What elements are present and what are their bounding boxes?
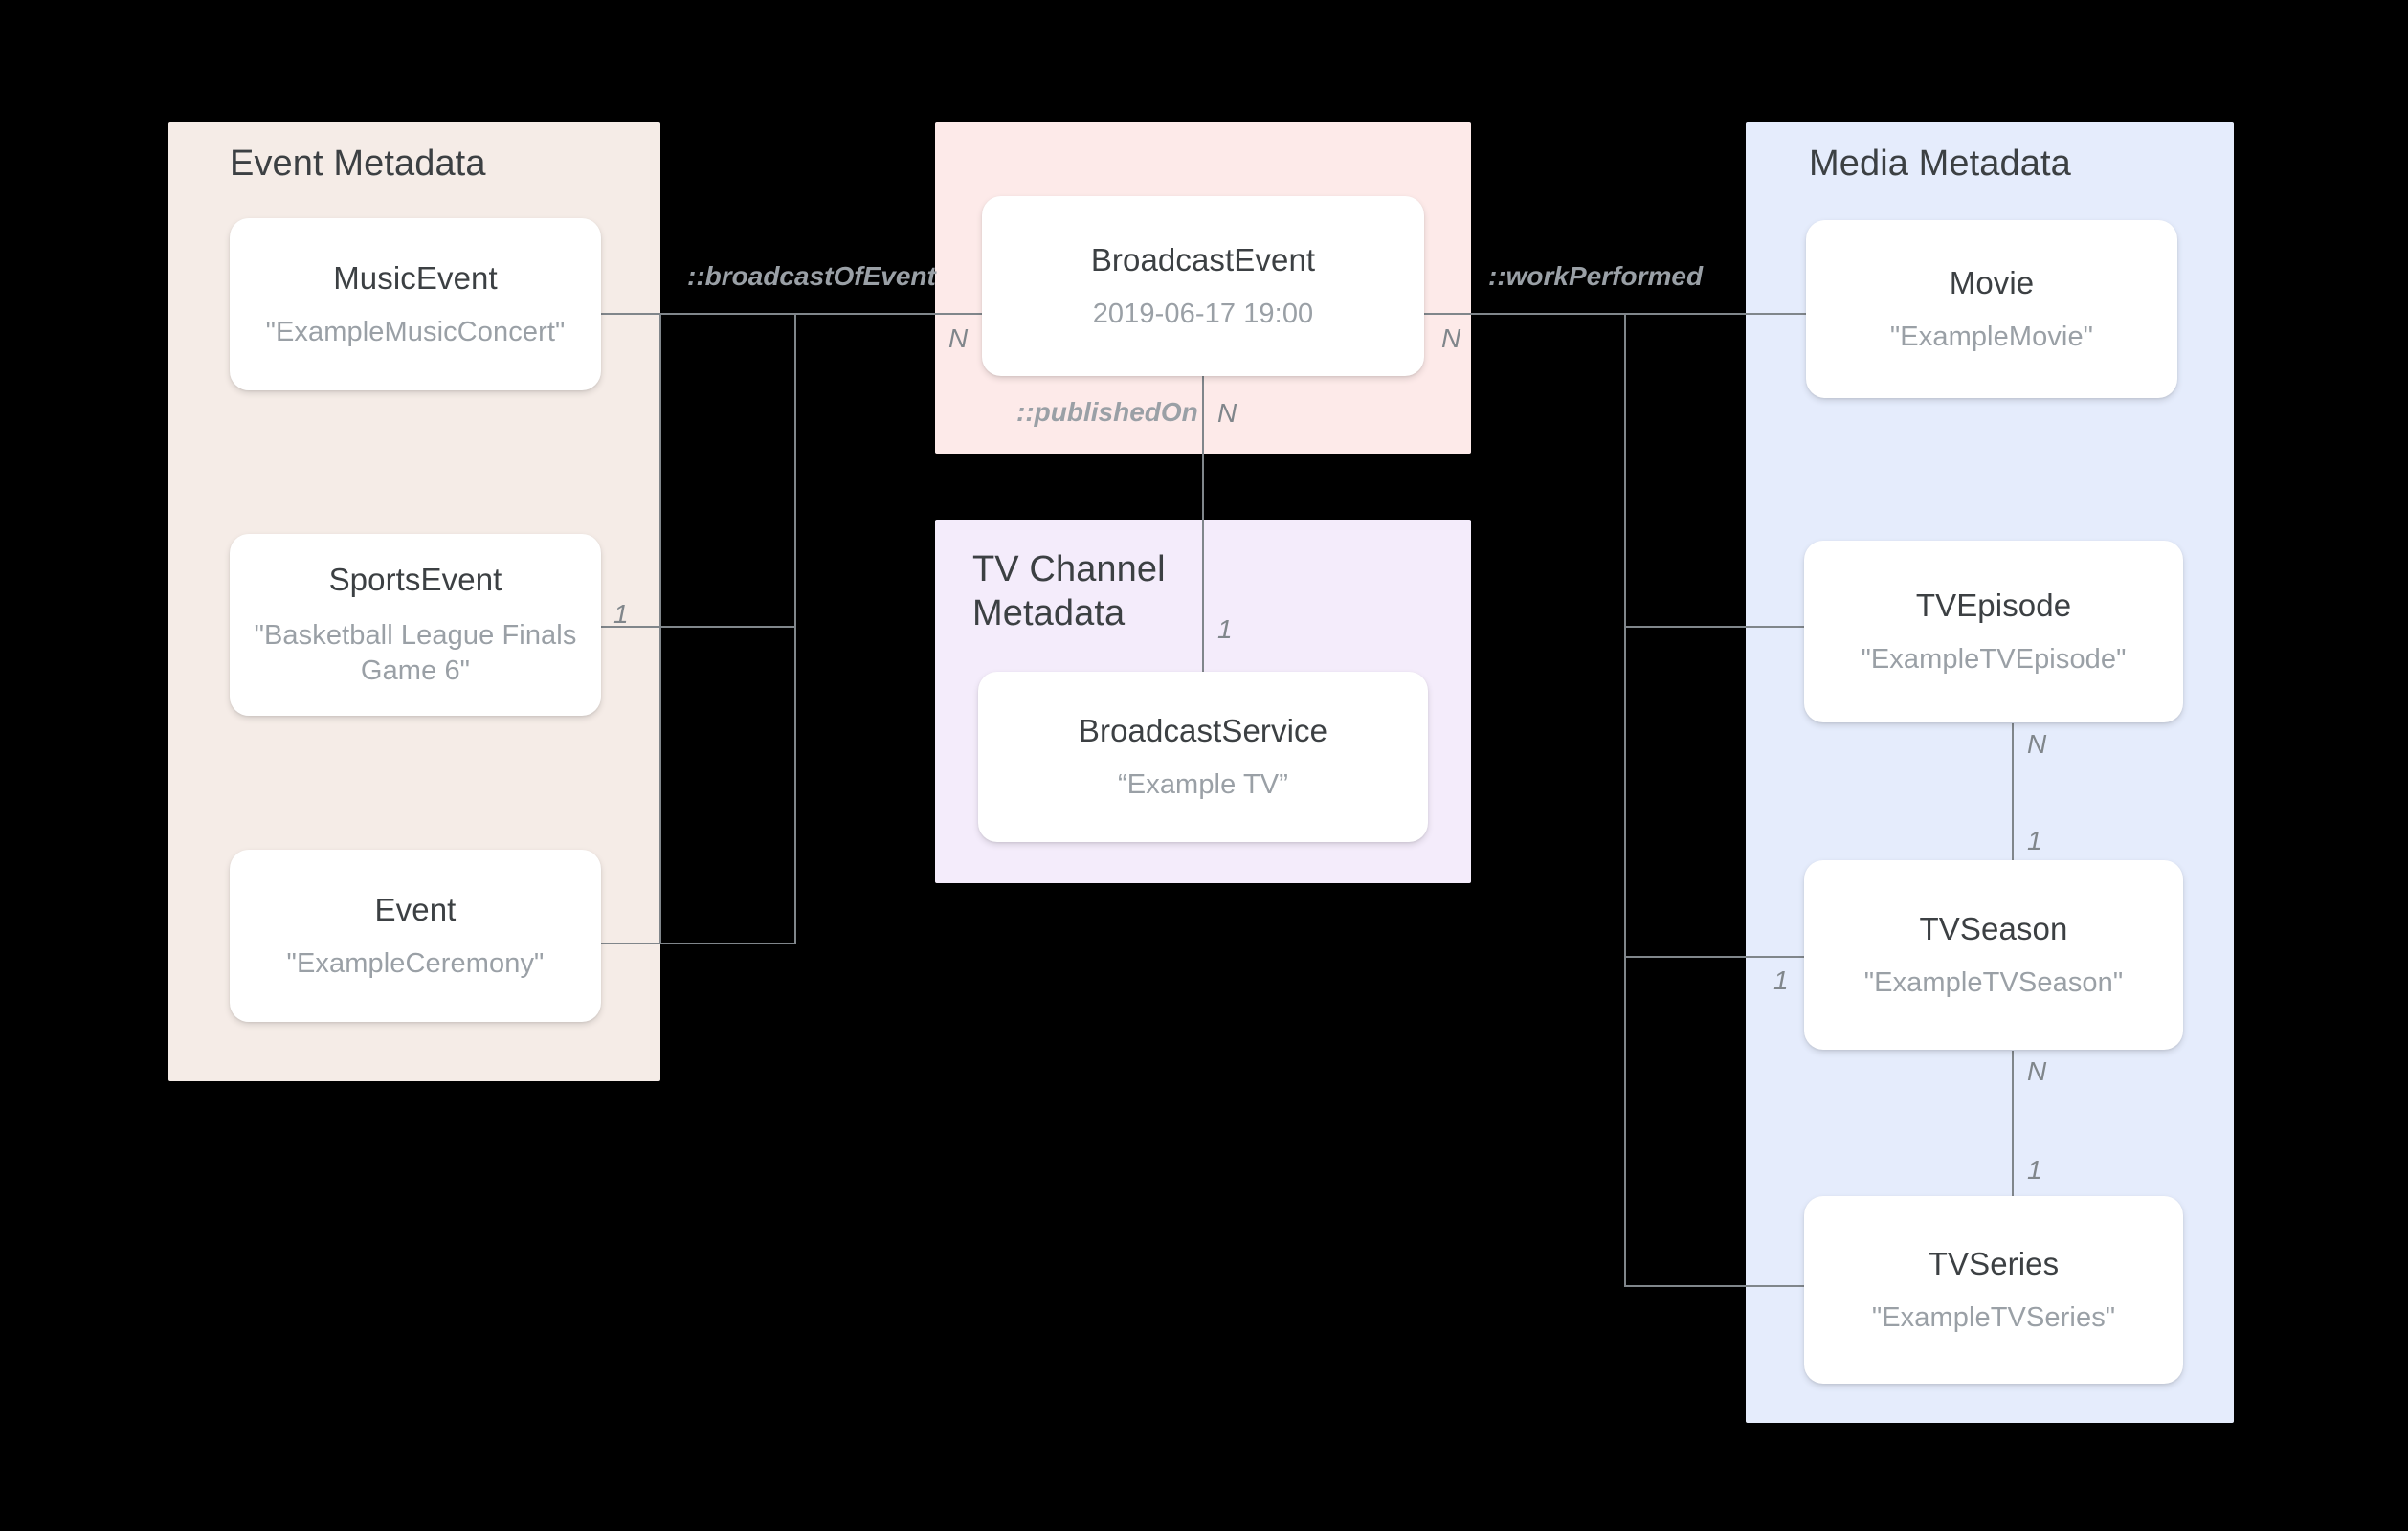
node-musicevent[interactable]: MusicEvent "ExampleMusicConcert": [230, 218, 601, 390]
edge-movie-horizontal: [1624, 313, 1806, 315]
node-broadcastservice-title: BroadcastService: [1078, 712, 1328, 748]
edge-tvepisode-horizontal: [1624, 626, 1806, 628]
edge-left-trunk-inner: [659, 313, 661, 944]
node-broadcastevent[interactable]: BroadcastEvent 2019-06-17 19:00: [982, 196, 1424, 376]
node-tvseries-title: TVSeries: [1928, 1245, 2060, 1281]
cardinality-tvseason-down: N: [2027, 1056, 2047, 1086]
node-movie-subtitle: "ExampleMovie": [1889, 322, 2094, 353]
edge-tvseason-horizontal: [1624, 956, 1806, 958]
node-sportsevent[interactable]: SportsEvent "Basketball League Finals Ga…: [230, 534, 601, 716]
edge-tvepisode-tvseason-vertical: [2012, 723, 2014, 903]
node-broadcastservice-subtitle: “Example TV”: [1118, 769, 1288, 801]
cardinality-broadcastevent-right: N: [1441, 323, 1461, 353]
node-tvseason-title: TVSeason: [1919, 910, 2068, 946]
cardinality-tvseries-up: 1: [2027, 1155, 2042, 1185]
node-tvseason[interactable]: TVSeason "ExampleTVSeason": [1804, 860, 2183, 1050]
group-title-event-metadata: Event Metadata: [230, 144, 486, 184]
edge-tvseries-horizontal: [1624, 1285, 1806, 1287]
relation-label-publishedon: ::publishedOn: [1016, 397, 1198, 427]
edge-broadcastofevent-connector: [794, 313, 982, 315]
edge-workperformed-connector: [1424, 313, 1627, 315]
cardinality-tvepisode-down: N: [2027, 729, 2047, 759]
node-event[interactable]: Event "ExampleCeremony": [230, 850, 601, 1022]
cardinality-broadcastevent-left: N: [948, 323, 969, 353]
node-musicevent-subtitle: "ExampleMusicConcert": [265, 317, 566, 348]
edge-tvseason-tvseries-vertical: [2012, 1051, 2014, 1232]
node-sportsevent-subtitle: "Basketball League Finals Game 6": [254, 619, 577, 686]
node-broadcastservice[interactable]: BroadcastService “Example TV”: [978, 672, 1428, 842]
node-tvepisode-title: TVEpisode: [1915, 587, 2072, 623]
edge-publishedon-vertical: [1202, 375, 1204, 672]
node-broadcastevent-title: BroadcastEvent: [1090, 241, 1316, 277]
node-broadcastevent-subtitle: 2019-06-17 19:00: [1092, 299, 1314, 330]
cardinality-tvseason-left: 1: [1773, 965, 1789, 995]
node-tvseries-subtitle: "ExampleTVSeries": [1871, 1302, 2116, 1334]
edge-sportsevent-horizontal: [599, 626, 796, 628]
group-title-media-metadata: Media Metadata: [1809, 144, 2071, 184]
node-tvseries[interactable]: TVSeries "ExampleTVSeries": [1804, 1196, 2183, 1384]
node-movie-title: Movie: [1949, 264, 2035, 300]
edge-musicevent-horizontal: [599, 313, 796, 315]
edge-right-trunk: [1624, 313, 1626, 1287]
node-musicevent-title: MusicEvent: [333, 259, 498, 296]
edge-left-trunk-outer: [794, 313, 796, 944]
cardinality-tvseason-up: 1: [2027, 826, 2042, 855]
group-title-tvchannel-metadata: TV Channel Metadata: [972, 549, 1166, 634]
relation-label-workperformed: ::workPerformed: [1488, 261, 1704, 291]
node-event-subtitle: "ExampleCeremony": [286, 948, 545, 980]
cardinality-broadcastevent-down: N: [1217, 398, 1237, 428]
relation-label-broadcastofevent: ::broadcastOfEvent: [687, 261, 936, 291]
edge-event-horizontal: [599, 943, 796, 944]
node-sportsevent-title: SportsEvent: [328, 562, 502, 598]
node-movie[interactable]: Movie "ExampleMovie": [1806, 220, 2177, 398]
node-event-title: Event: [374, 891, 457, 927]
node-tvseason-subtitle: "ExampleTVSeason": [1863, 967, 2124, 999]
node-tvepisode[interactable]: TVEpisode "ExampleTVEpisode": [1804, 541, 2183, 722]
cardinality-broadcastservice-up: 1: [1217, 614, 1233, 644]
node-tvepisode-subtitle: "ExampleTVEpisode": [1861, 644, 2127, 676]
cardinality-sportsevent-side: 1: [613, 599, 629, 629]
